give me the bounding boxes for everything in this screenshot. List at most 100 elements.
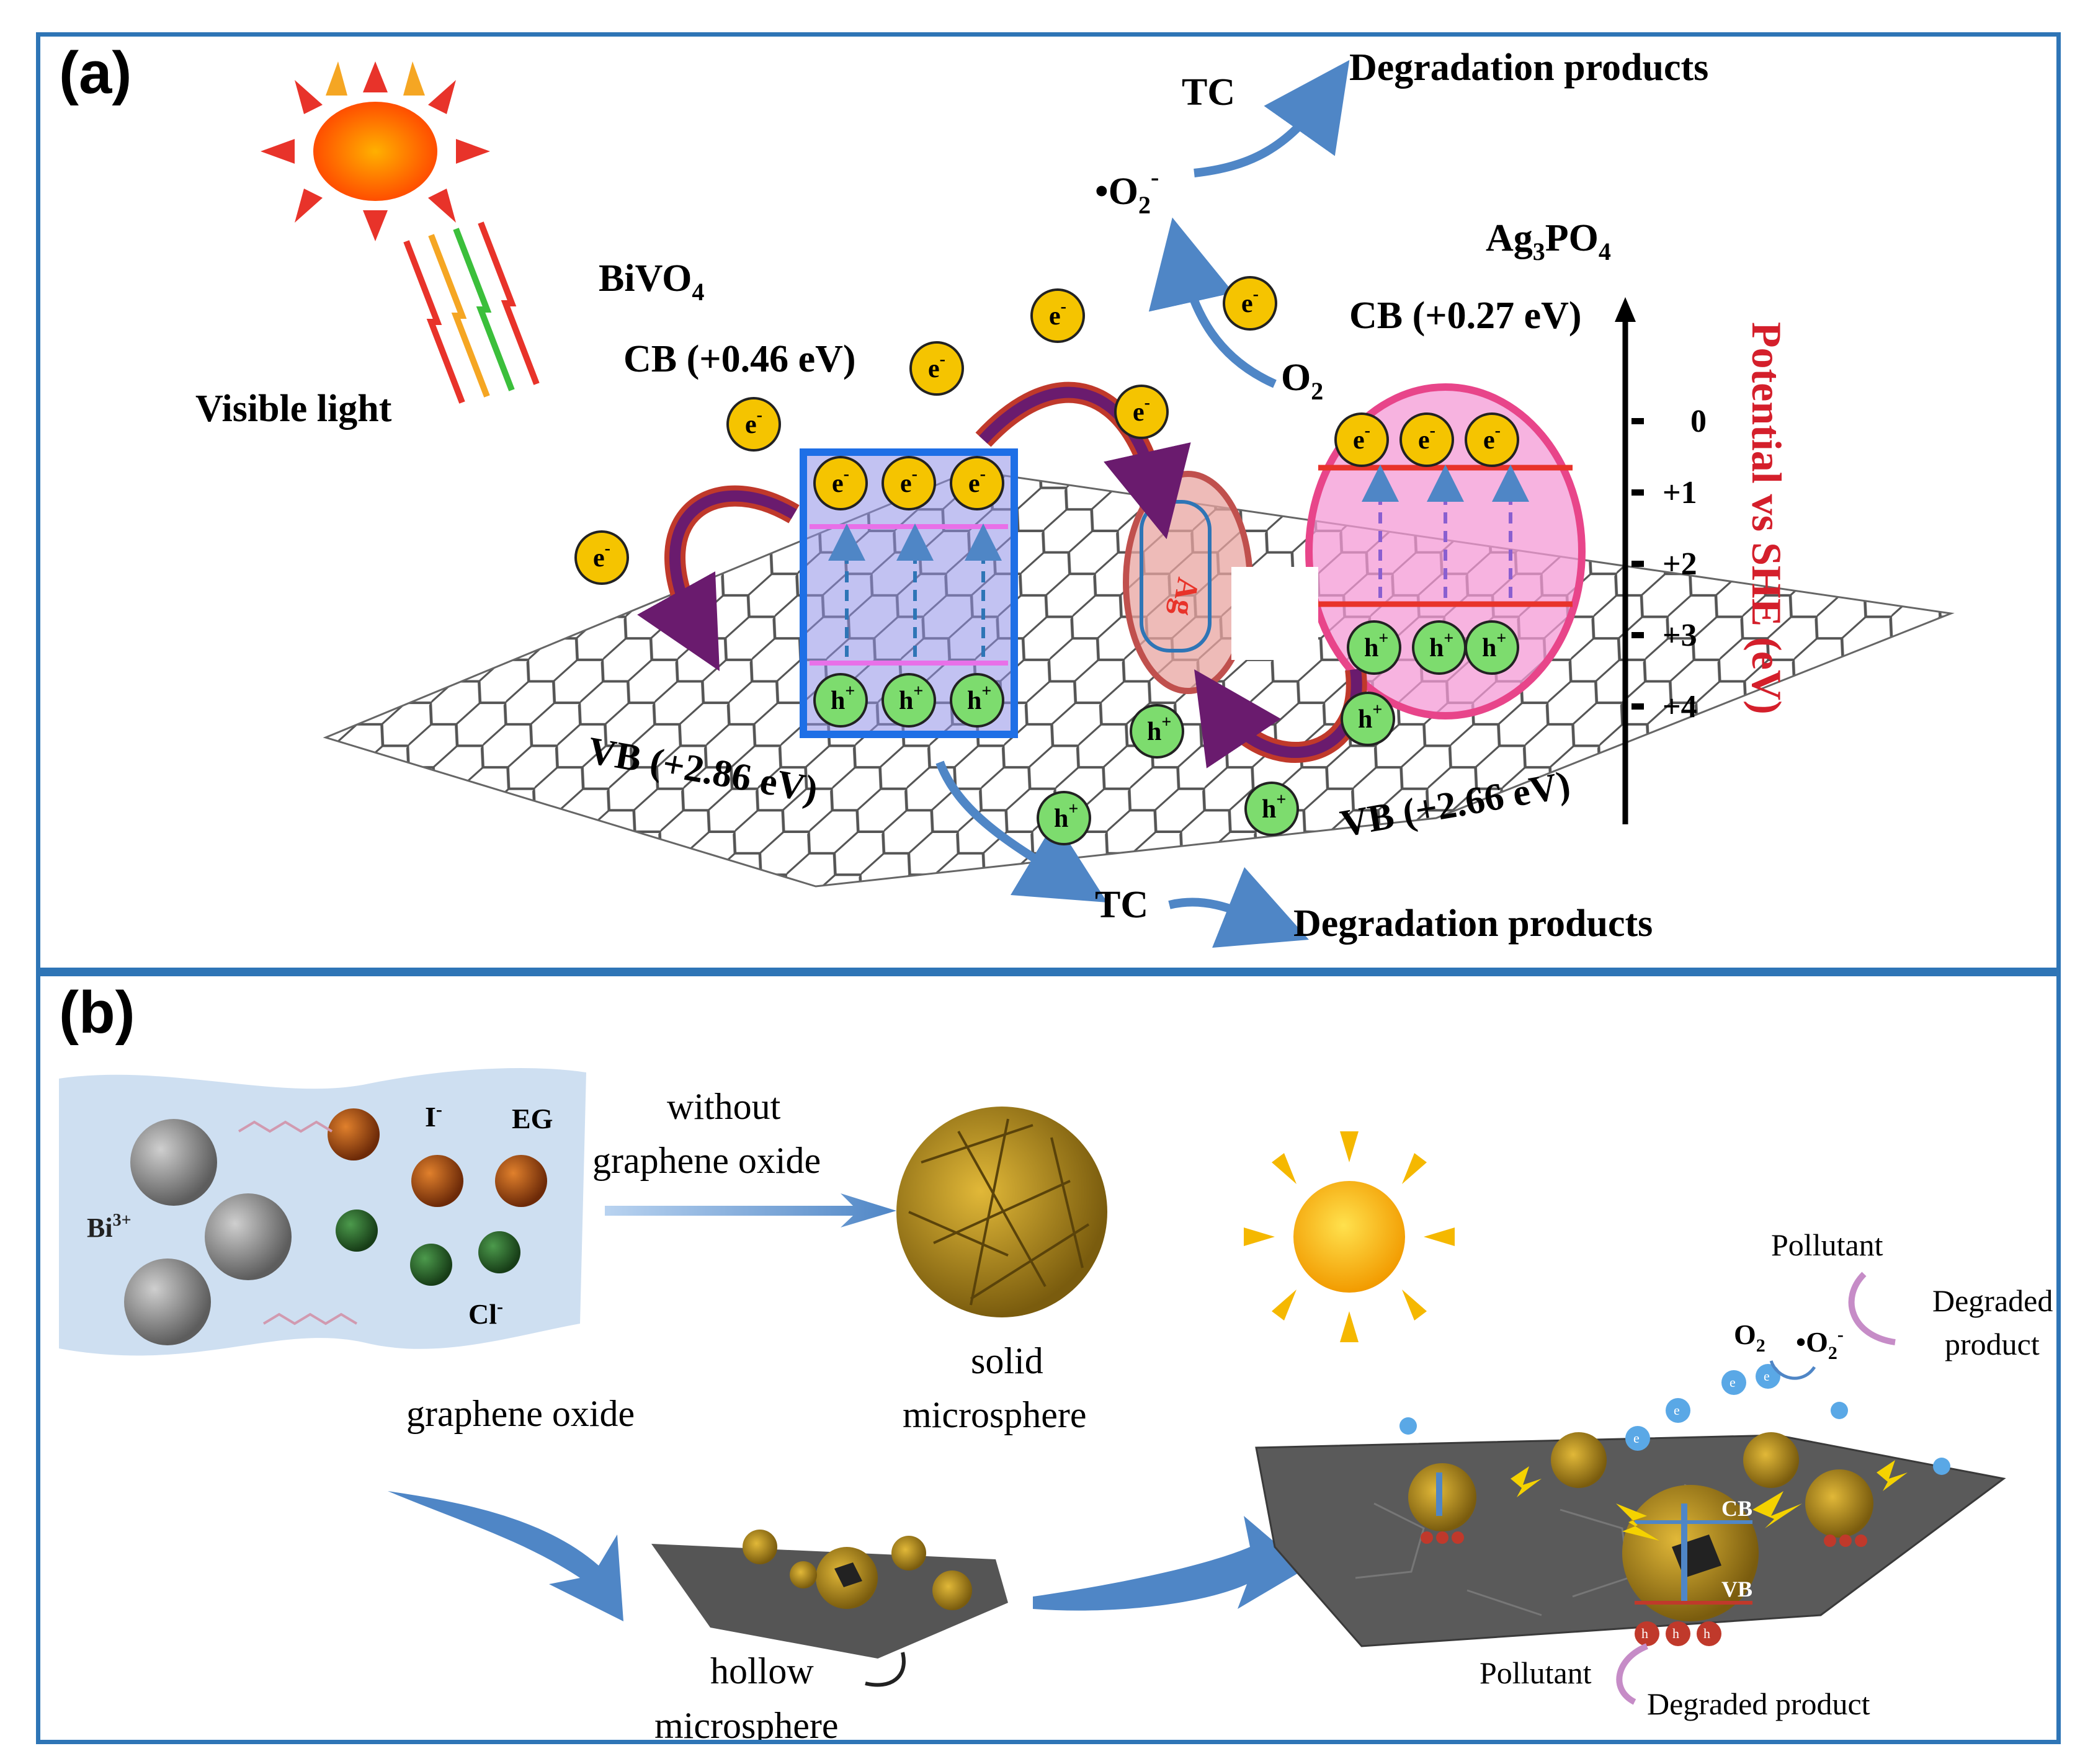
electron: e-	[574, 530, 629, 585]
hole: h+	[1465, 620, 1519, 675]
svg-text:h+: h+	[1358, 700, 1382, 734]
svg-text:e-: e-	[900, 465, 917, 498]
hole-bubble	[1839, 1535, 1852, 1547]
hole: h+	[1347, 620, 1401, 675]
bi-ion-label: Bi3+	[87, 1211, 132, 1243]
hole-bubble	[1824, 1535, 1836, 1547]
hole-bubble	[1452, 1531, 1464, 1544]
solid-text-2: microsphere	[903, 1394, 1087, 1435]
without-go-text-2: graphene oxide	[592, 1140, 821, 1181]
hollow-pointer	[865, 1652, 906, 1687]
process-arrow	[1033, 1516, 1306, 1611]
pollutant-label-top: Pollutant	[1771, 1227, 1883, 1262]
ag3po4-cb-label: CB (+0.27 eV)	[1349, 295, 1582, 337]
graphene-oxide-text: graphene oxide	[406, 1393, 635, 1434]
svg-text:h+: h+	[899, 682, 923, 715]
panel-a-label: (a)	[59, 40, 132, 106]
electron-bubble: e	[1756, 1364, 1780, 1389]
bivo4-cb-label: CB (+0.46 eV)	[623, 338, 856, 380]
svg-text:h: h	[1672, 1626, 1679, 1641]
chloride-ions	[336, 1209, 520, 1286]
hollow-microsphere-sheet	[651, 1530, 1008, 1659]
superoxide-label: •O2-	[1095, 163, 1159, 219]
o2-label-b: O2	[1734, 1319, 1765, 1356]
without-go-text-1: without	[667, 1086, 781, 1127]
potential-axis: 0 +1 +2 +3 +4 Potential vs SHE (eV)	[1615, 297, 1790, 824]
ag3po4-label: Ag3PO4	[1486, 217, 1611, 265]
iodide-label: I-	[425, 1099, 442, 1133]
electron-bubble	[1399, 1417, 1417, 1435]
ag3po4-excitation-arrows	[1362, 465, 1529, 598]
electron: e-	[1223, 276, 1277, 331]
tc-label-top: TC	[1182, 71, 1235, 114]
svg-text:e-: e-	[1353, 421, 1370, 455]
svg-text:e-: e-	[1241, 285, 1259, 318]
excitation-arrows	[1436, 1472, 1687, 1603]
bi-ions	[124, 1119, 292, 1345]
sun-icon	[1244, 1131, 1455, 1342]
hole: h+	[1244, 782, 1299, 836]
svg-text:e-: e-	[928, 350, 945, 383]
hollow-text-1: hollow	[710, 1650, 814, 1691]
hole: h+	[813, 673, 868, 728]
panel-b: (b) Bi3+	[36, 972, 2061, 1744]
svg-text:e-: e-	[1418, 421, 1435, 455]
solid-text-1: solid	[971, 1340, 1043, 1381]
electron-bubble	[1933, 1458, 1950, 1475]
hole-bubble: h	[1697, 1621, 1721, 1646]
graphene-oxide-arrow	[388, 1491, 623, 1621]
svg-text:h+: h+	[831, 682, 855, 715]
panel-a: (a)	[36, 32, 2061, 972]
electron: e-	[950, 456, 1004, 510]
svg-text:e-: e-	[968, 465, 986, 498]
hole-bubble	[1436, 1531, 1448, 1544]
superoxide-label-b: •O2-	[1796, 1324, 1844, 1363]
bivo4-label: BiVO4	[599, 257, 704, 306]
electron: e-	[1334, 412, 1389, 467]
without-go-arrow	[605, 1193, 896, 1227]
bivo4-excitation-arrows	[828, 523, 1002, 657]
panel-b-label: (b)	[59, 979, 135, 1046]
axis-tick-0: 0	[1690, 404, 1707, 439]
ethylene-glycol-molecules	[238, 1120, 358, 1325]
svg-text:e: e	[1730, 1374, 1736, 1390]
holes-red: h h h	[1421, 1531, 1867, 1646]
svg-text:h+: h+	[1147, 713, 1171, 746]
hole: h+	[950, 673, 1004, 728]
electrons-blue: e e e e	[1399, 1364, 1950, 1475]
hollow-text-2: microsphere	[654, 1705, 839, 1740]
electron: e-	[1030, 288, 1085, 343]
svg-text:h+: h+	[1429, 629, 1453, 662]
svg-text:h+: h+	[967, 682, 991, 715]
electron-bubble	[1831, 1402, 1848, 1419]
svg-text:e-: e-	[832, 465, 849, 498]
eg-label: EG	[512, 1103, 553, 1134]
axis-tick-1: +1	[1663, 475, 1697, 510]
hole-bubble	[1421, 1531, 1433, 1544]
tc-label-bottom: TC	[1095, 884, 1148, 926]
electron: e-	[1465, 412, 1519, 467]
degraded-product-label: Degraded product	[1647, 1686, 1870, 1721]
svg-text:e: e	[1633, 1430, 1640, 1446]
hole-bubble: h	[1635, 1621, 1659, 1646]
holes: h+ h+ h+ h+ h+ h+ h+ h+ h+ h+	[813, 620, 1519, 845]
svg-text:h+: h+	[1054, 800, 1078, 833]
degraded-label-1: Degraded	[1932, 1283, 2053, 1318]
chloride-label: Cl-	[468, 1296, 503, 1330]
axis-title: Potential vs SHE (eV)	[1743, 322, 1790, 715]
ag-label: Ag	[1166, 575, 1207, 618]
electron: e-	[882, 456, 936, 510]
light-rays-icon	[403, 221, 540, 404]
electron: e-	[813, 456, 868, 510]
pollutant-label-bottom: Pollutant	[1480, 1655, 1592, 1690]
hole: h+	[1130, 704, 1184, 759]
panel-a-diagram: Visible light BiVO4 CB (+0.46 eV) VB (+2…	[195, 47, 1955, 948]
lightning-icons	[1511, 1460, 1908, 1541]
visible-light-label: Visible light	[195, 388, 392, 430]
electron: e-	[909, 341, 964, 396]
cb-label: CB	[1721, 1496, 1752, 1521]
panel-b-diagram: Bi3+ I- EG Cl- without graphene oxide so…	[59, 1067, 2053, 1740]
svg-text:e-: e-	[745, 406, 762, 439]
electron: e-	[1399, 412, 1454, 467]
svg-text:e: e	[1764, 1368, 1770, 1384]
